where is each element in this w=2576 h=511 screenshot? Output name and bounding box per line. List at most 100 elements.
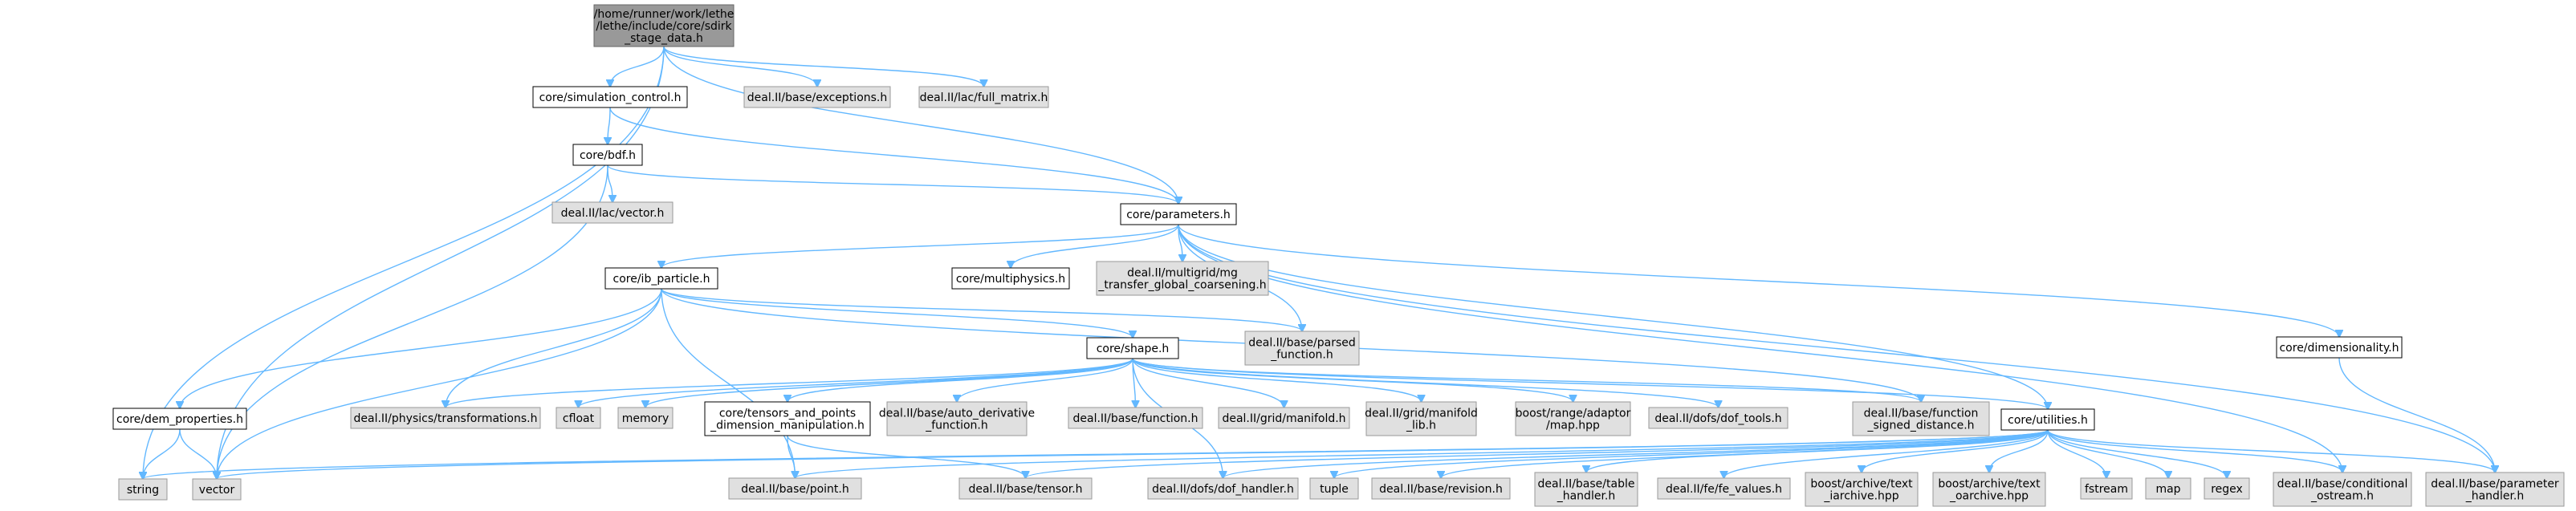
node-label-line: core/dimensionality.h (2279, 342, 2399, 355)
node-adaptor-map[interactable]: boost/range/adaptor/map.hpp (1515, 401, 1631, 436)
node-label-line: tuple (1320, 483, 1349, 496)
node-label-line: _signed_distance.h (1866, 420, 1974, 432)
node-label-line: deal.II/base/exceptions.h (747, 91, 888, 104)
edge-utilities-to-table_handler (1586, 429, 2049, 472)
node-transformations[interactable]: deal.II/physics/transformations.h (350, 407, 541, 429)
edge-utilities-to-fstream (2047, 429, 2106, 478)
node-vector[interactable]: vector (192, 478, 242, 501)
node-layer: /home/runner/work/lethe/lethe/include/co… (112, 4, 2565, 507)
node-shape[interactable]: core/shape.h (1086, 337, 1179, 359)
edge-utilities-to-map (2047, 429, 2168, 478)
edge-shape-to-manifold_lib (1132, 358, 1422, 402)
node-lac-vector[interactable]: deal.II/lac/vector.h (551, 201, 674, 224)
node-cfloat[interactable]: cfloat (555, 407, 601, 429)
node-tensors-points[interactable]: core/tensors_and_points_dimension_manipu… (704, 401, 871, 436)
node-function-signed[interactable]: deal.II/base/function_signed_distance.h (1852, 401, 1990, 436)
node-box (1068, 407, 1203, 429)
node-parsed-function[interactable]: deal.II/base/parsed_function.h (1244, 331, 1360, 366)
node-map[interactable]: map (2145, 477, 2191, 500)
node-mg-transfer[interactable]: deal.II/multigrid/mg_transfer_global_coa… (1096, 261, 1269, 296)
node-box (1852, 401, 1990, 436)
edge-root-to-vector (217, 46, 665, 479)
node-label-line: boost/archive/text (1810, 478, 1913, 491)
edge-bdf-to-vector (217, 164, 608, 479)
node-base-function[interactable]: deal.II/base/function.h (1068, 407, 1203, 429)
node-box (1218, 407, 1350, 429)
node-label-line: core/simulation_control.h (539, 91, 682, 104)
node-dem-properties[interactable]: core/dem_properties.h (112, 408, 247, 430)
node-box (593, 4, 735, 47)
node-utilities[interactable]: core/utilities.h (2000, 408, 2095, 431)
node-table-handler[interactable]: deal.II/base/table_handler.h (1534, 472, 1638, 507)
node-box (1657, 477, 1791, 500)
node-label-line: deal.II/fe/fe_values.h (1666, 483, 1782, 496)
node-label-line: deal.II/base/function.h (1073, 412, 1198, 425)
node-text-oarchive[interactable]: boost/archive/text_oarchive.hpp (1932, 472, 2046, 507)
node-manifold-lib[interactable]: deal.II/grid/manifold_lib.h (1365, 401, 1478, 436)
node-label-line: deal.II/base/tensor.h (968, 483, 1082, 496)
node-point[interactable]: deal.II/base/point.h (728, 477, 862, 500)
node-memory[interactable]: memory (617, 407, 674, 429)
node-box (886, 401, 1028, 436)
node-text-iarchive[interactable]: boost/archive/text_iarchive.hpp (1805, 472, 1919, 507)
node-box (1096, 261, 1269, 296)
node-label-line: _handler.h (1557, 490, 1616, 503)
node-label-line: core/multiphysics.h (956, 273, 1065, 286)
node-box (2425, 472, 2565, 507)
node-fe-values[interactable]: deal.II/fe/fe_values.h (1657, 477, 1791, 500)
node-label-line: deal.II/physics/transformations.h (354, 412, 538, 425)
node-label-line: /home/runner/work/lethe (594, 8, 735, 21)
node-fstream[interactable]: fstream (2080, 477, 2133, 500)
node-label-line: deal.II/base/revision.h (1379, 483, 1503, 496)
node-ib-particle[interactable]: core/ib_particle.h (604, 267, 718, 290)
node-parameters[interactable]: core/parameters.h (1120, 203, 1237, 225)
node-box (2080, 477, 2133, 500)
node-label-line: fstream (2085, 483, 2128, 496)
node-label-line: core/utilities.h (2008, 414, 2088, 427)
node-box (2273, 472, 2412, 507)
edge-parameters-to-multiphysics (1011, 224, 1179, 268)
node-regex[interactable]: regex (2204, 477, 2250, 500)
node-label-line: deal.II/grid/manifold (1365, 408, 1478, 420)
node-label-line: core/dem_properties.h (116, 413, 243, 426)
edge-simulation_control-to-bdf (608, 107, 610, 144)
edge-root-to-full_matrix (663, 46, 984, 87)
edge-root-to-string (143, 46, 665, 479)
node-grid-manifold[interactable]: deal.II/grid/manifold.h (1218, 407, 1350, 429)
node-label-line: memory (622, 412, 669, 425)
edge-bdf-to-lac_vector (607, 164, 612, 202)
node-box (918, 86, 1049, 108)
node-simulation-control[interactable]: core/simulation_control.h (532, 86, 688, 108)
node-string[interactable]: string (118, 478, 168, 501)
node-label-line: vector (199, 484, 235, 497)
node-box (2204, 477, 2250, 500)
node-dimensionality[interactable]: core/dimensionality.h (2276, 336, 2403, 359)
node-parameter-handler[interactable]: deal.II/base/parameter_handler.h (2425, 472, 2565, 507)
node-box (551, 201, 674, 224)
node-label-line: _oarchive.hpp (1949, 490, 2029, 503)
node-full-matrix[interactable]: deal.II/lac/full_matrix.h (918, 86, 1049, 108)
node-conditional-ostream[interactable]: deal.II/base/conditional_ostream.h (2273, 472, 2412, 507)
node-auto-derivative[interactable]: deal.II/base/auto_derivative_function.h (879, 401, 1035, 436)
node-dof-tools[interactable]: deal.II/dofs/dof_tools.h (1648, 407, 1789, 429)
node-label-line: deal.II/base/point.h (741, 483, 849, 496)
node-dof-handler[interactable]: deal.II/dofs/dof_handler.h (1147, 477, 1299, 500)
node-bdf[interactable]: core/bdf.h (572, 144, 643, 166)
node-exceptions[interactable]: deal.II/base/exceptions.h (743, 86, 891, 108)
node-box (1365, 401, 1477, 436)
node-revision[interactable]: deal.II/base/revision.h (1371, 477, 1511, 500)
node-box (1147, 477, 1299, 500)
node-label-line: deal.II/dofs/dof_handler.h (1152, 483, 1294, 496)
edge-utilities-to-vector (217, 429, 2049, 479)
edge-shape-to-grid_manifold (1132, 358, 1284, 408)
node-tensor[interactable]: deal.II/base/tensor.h (958, 477, 1093, 500)
edge-utilities-to-text_oarchive (1989, 429, 2049, 472)
node-box (617, 407, 674, 429)
node-label-line: _transfer_global_coarsening.h (1097, 279, 1266, 292)
node-tuple[interactable]: tuple (1309, 477, 1359, 500)
node-multiphysics[interactable]: core/multiphysics.h (951, 267, 1070, 290)
edge-ib_particle-to-dem_properties (180, 288, 662, 408)
node-label-line: deal.II/lac/vector.h (561, 207, 665, 220)
edge-utilities-to-text_iarchive (1862, 429, 2049, 472)
node-label-line: _handler.h (2465, 490, 2525, 503)
